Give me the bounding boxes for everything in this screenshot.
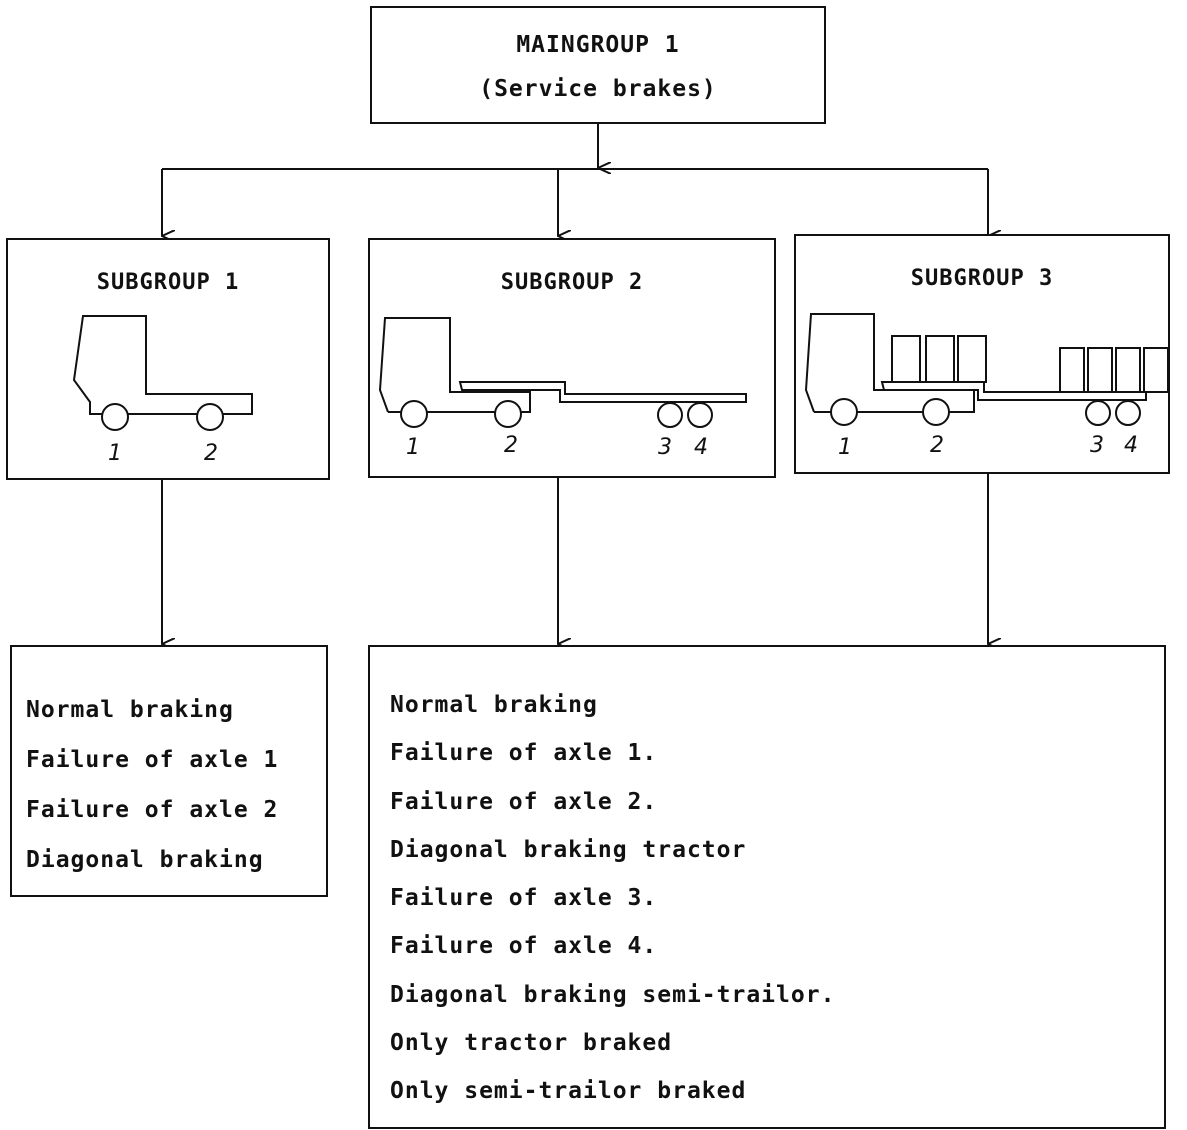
list-item: Normal braking: [390, 692, 598, 718]
axle-4-wheel: [1115, 400, 1141, 426]
axle-2-wheel: [922, 398, 950, 426]
list-item: Diagonal braking: [26, 847, 264, 873]
main-group-title: MAINGROUP 1: [516, 32, 680, 58]
list-item: Failure of axle 4.: [390, 933, 658, 960]
list-item: Only semi-trailor braked: [390, 1078, 747, 1105]
subgroup-1-conditions-list: Normal braking Failure of axle 1 Failure…: [26, 685, 278, 885]
list-item: Failure of axle 1.: [390, 740, 658, 767]
axle-2-wheel: [494, 400, 522, 428]
subgroup-2-title: SUBGROUP 2: [500, 270, 644, 295]
axle-label-1: 1: [838, 435, 852, 460]
axle-label-2: 2: [504, 433, 518, 458]
axle-label-3: 3: [658, 435, 672, 460]
axle-label-2: 2: [204, 441, 218, 466]
axle-3-wheel: [1085, 400, 1111, 426]
truck-icon: 1 2: [72, 315, 253, 466]
main-group-box: MAINGROUP 1 (Service brakes): [370, 6, 826, 124]
list-item: Only tractor braked: [390, 1030, 673, 1057]
axle-label-3: 3: [1090, 433, 1104, 458]
list-item: Failure of axle 2.: [390, 788, 658, 815]
subgroup-1-box: SUBGROUP 1 1 2: [6, 238, 330, 480]
axle-label-2: 2: [930, 433, 944, 458]
list-item: Failure of axle 3.: [390, 885, 658, 912]
subgroup-2-box: SUBGROUP 2 1 2 3 4: [368, 238, 776, 478]
axle-1-wheel: [830, 398, 858, 426]
subgroup-3-box: SUBGROUP 3 1 2 3 4: [794, 234, 1170, 474]
list-item: Diagonal braking semi-trailor.: [390, 981, 836, 1008]
axle-label-4: 4: [694, 435, 708, 460]
list-item: Diagonal braking tractor: [390, 836, 747, 863]
axle-label-1: 1: [108, 441, 122, 466]
loaded-tractor-semitrailer-icon: 1 2 3 4: [804, 313, 1169, 460]
axle-1-wheel: [400, 400, 428, 428]
axle-label-1: 1: [406, 435, 420, 460]
subgroup-1-conditions-box: Normal braking Failure of axle 1 Failure…: [10, 645, 328, 897]
subgroup-1-title: SUBGROUP 1: [96, 270, 240, 295]
axle-label-4: 4: [1124, 433, 1138, 458]
axle-4-wheel: [687, 402, 713, 428]
main-group-subtitle: (Service brakes): [479, 76, 717, 102]
tractor-semitrailer-icon: 1 2 3 4: [378, 317, 747, 460]
axle-1-wheel: [101, 403, 129, 431]
list-item: Failure of axle 2: [26, 797, 279, 823]
list-item: Normal braking: [26, 697, 234, 723]
list-item: Failure of axle 1: [26, 747, 279, 773]
subgroup-2-3-conditions-list: Normal braking Failure of axle 1. Failur…: [390, 681, 835, 1116]
axle-2-wheel: [196, 403, 224, 431]
subgroup-2-3-conditions-box: Normal braking Failure of axle 1. Failur…: [368, 645, 1166, 1129]
subgroup-3-title: SUBGROUP 3: [910, 266, 1054, 291]
axle-3-wheel: [657, 402, 683, 428]
